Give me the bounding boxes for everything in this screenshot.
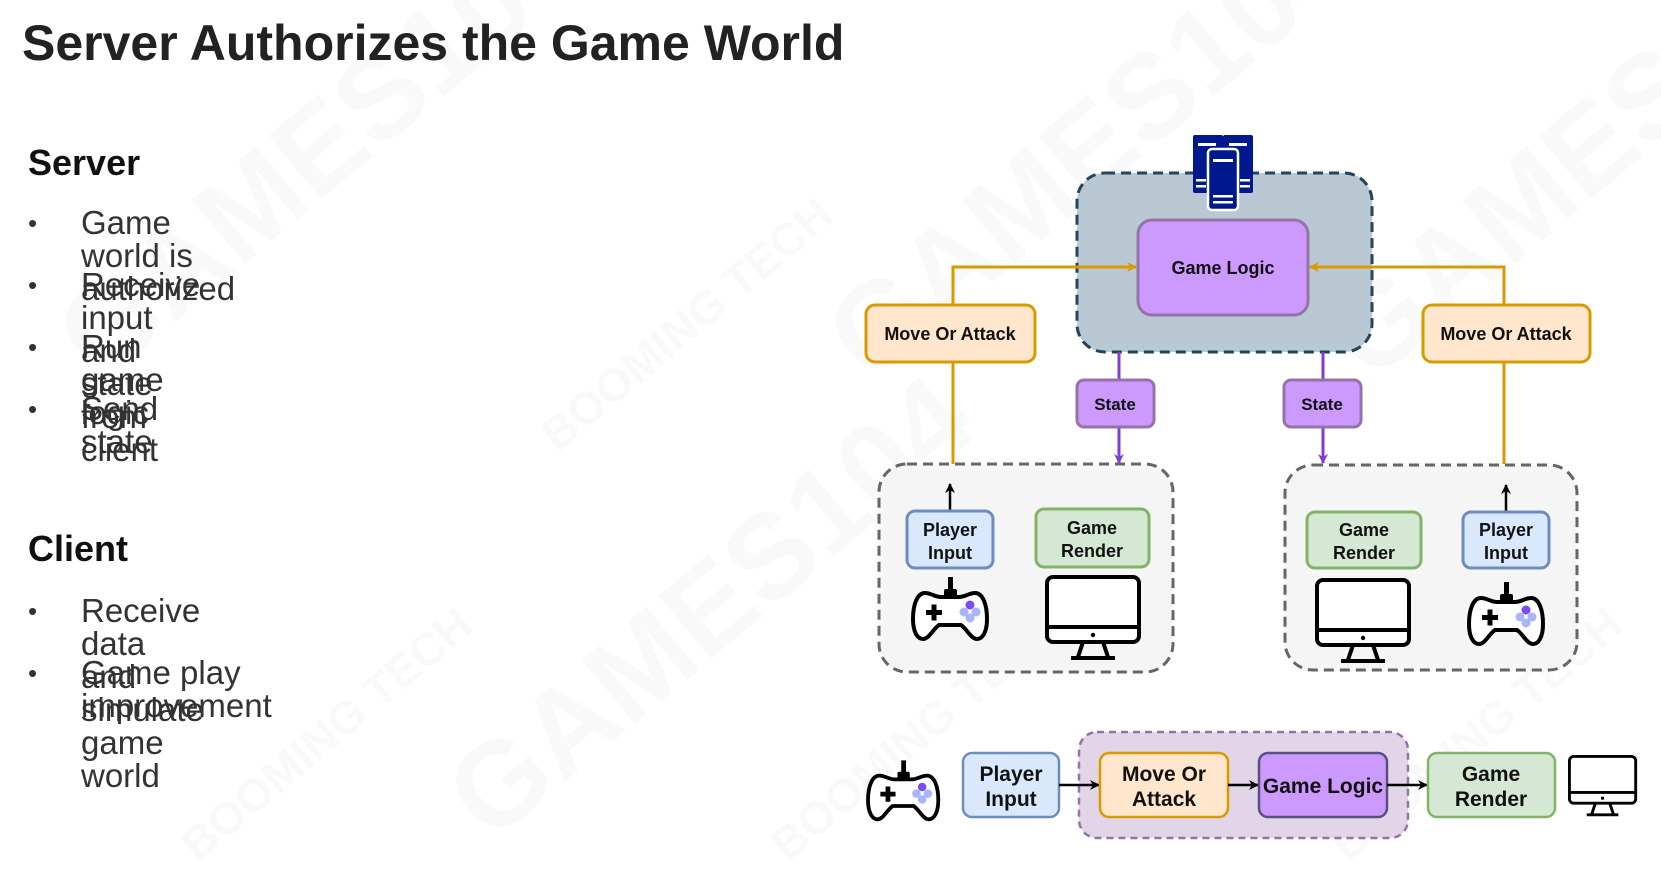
- state-label: State: [1094, 395, 1136, 414]
- move-or-attack-label: Move Or Attack: [884, 324, 1016, 344]
- svg-text:Input: Input: [985, 788, 1036, 811]
- game-render-node-right: Game Render: [1305, 510, 1423, 570]
- gamepad-icon: [866, 758, 941, 822]
- state-label: State: [1301, 395, 1343, 414]
- page-title: Server Authorizes the Game World: [22, 15, 845, 71]
- svg-text:Move Or: Move Or: [1122, 763, 1206, 786]
- player-input-node-right: Player Input: [1461, 510, 1551, 570]
- pipeline-move-or-attack-node: Move Or Attack: [1098, 751, 1230, 819]
- server-rack-icon: [1193, 135, 1253, 212]
- svg-text:Attack: Attack: [1132, 788, 1197, 811]
- move-or-attack-node-right: Move Or Attack: [1421, 303, 1592, 364]
- svg-text:Input: Input: [928, 543, 972, 563]
- architecture-diagram: Game Logic Move Or Attack Move Or Attack…: [864, 135, 1638, 840]
- bullet-icon: •: [28, 596, 38, 626]
- monitor-icon: [1567, 755, 1638, 817]
- game-logic-node: Game Logic: [1136, 218, 1310, 317]
- svg-text:Player: Player: [979, 763, 1042, 786]
- svg-text:Player: Player: [1479, 520, 1533, 540]
- bullet-icon: •: [28, 394, 38, 424]
- svg-text:Render: Render: [1333, 543, 1395, 563]
- bullet-icon: •: [28, 332, 38, 362]
- move-or-attack-node-left: Move Or Attack: [864, 303, 1037, 364]
- svg-text:Game Logic: Game Logic: [1263, 775, 1384, 798]
- client-heading: Client: [28, 528, 129, 569]
- game-render-node-left: Game Render: [1034, 507, 1151, 569]
- svg-text:Input: Input: [1484, 543, 1528, 563]
- svg-text:Render: Render: [1061, 541, 1123, 561]
- player-input-node-left: Player Input: [905, 509, 995, 570]
- svg-text:Game: Game: [1067, 518, 1117, 538]
- bullet-icon: •: [28, 658, 38, 688]
- connector-arrow: [1309, 262, 1506, 305]
- pipeline-game-render-node: Game Render: [1426, 751, 1557, 819]
- svg-text:Game: Game: [1462, 763, 1520, 786]
- connector-arrow: [951, 262, 1137, 305]
- svg-text:Game: Game: [1339, 520, 1389, 540]
- pipeline-player-input-node: Player Input: [961, 751, 1061, 819]
- pipeline-game-logic-node: Game Logic: [1257, 751, 1389, 819]
- bullet-icon: •: [28, 208, 38, 238]
- move-or-attack-label: Move Or Attack: [1440, 324, 1572, 344]
- svg-text:Player: Player: [923, 520, 977, 540]
- state-node-right: State: [1282, 378, 1363, 429]
- bullet-icon: •: [28, 270, 38, 300]
- svg-text:Render: Render: [1455, 788, 1527, 811]
- state-node-left: State: [1075, 378, 1156, 429]
- game-logic-label: Game Logic: [1171, 258, 1274, 278]
- server-heading: Server: [28, 142, 141, 183]
